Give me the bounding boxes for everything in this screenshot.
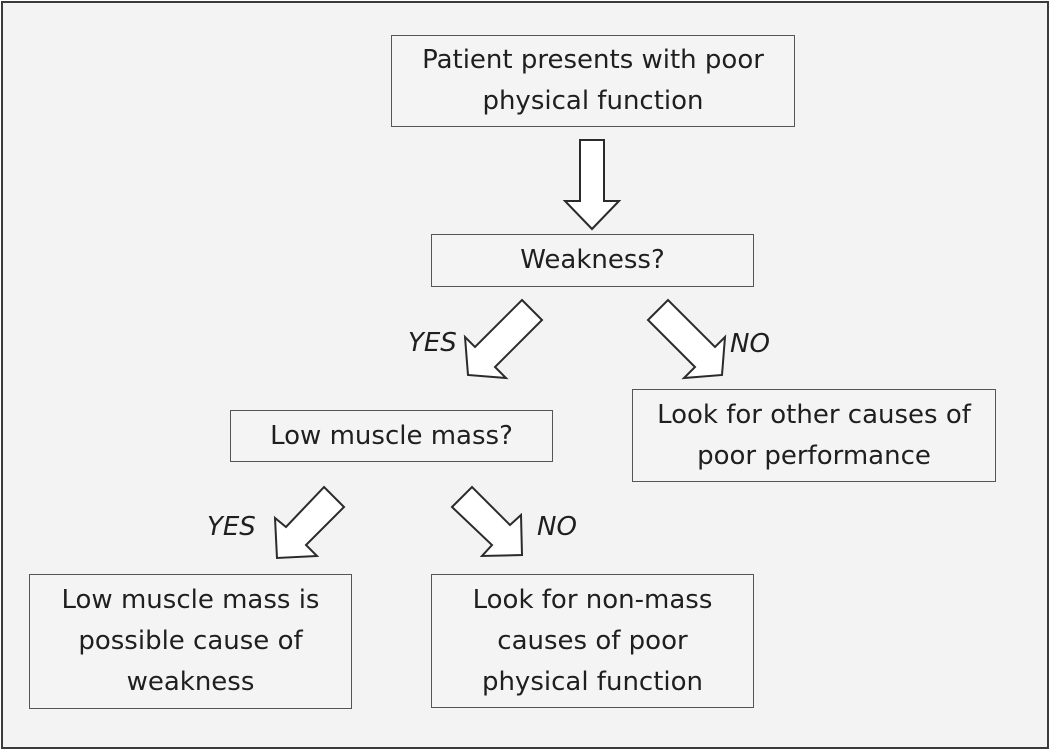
node-start: Patient presents with poor physical func… xyxy=(391,35,795,127)
label-weakness-yes: YES xyxy=(408,328,457,358)
node-mass-cause: Low muscle mass is possible cause of wea… xyxy=(29,574,352,709)
node-low-muscle-mass: Low muscle mass? xyxy=(230,410,553,462)
arrow-yes-mass xyxy=(273,485,346,560)
node-other-causes: Look for other causes of poor performanc… xyxy=(632,389,996,482)
arrow-yes-weakness xyxy=(463,298,544,380)
node-weakness: Weakness? xyxy=(431,234,754,287)
arrow-no-weakness xyxy=(646,298,727,380)
node-non-mass-causes: Look for non-mass causes of poor physica… xyxy=(431,574,754,708)
label-mass-yes: YES xyxy=(207,512,256,542)
label-weakness-no: NO xyxy=(730,329,770,359)
arrow-no-mass xyxy=(450,485,524,558)
arrow-down-start-to-weakness xyxy=(562,139,622,231)
label-mass-no: NO xyxy=(537,512,577,542)
